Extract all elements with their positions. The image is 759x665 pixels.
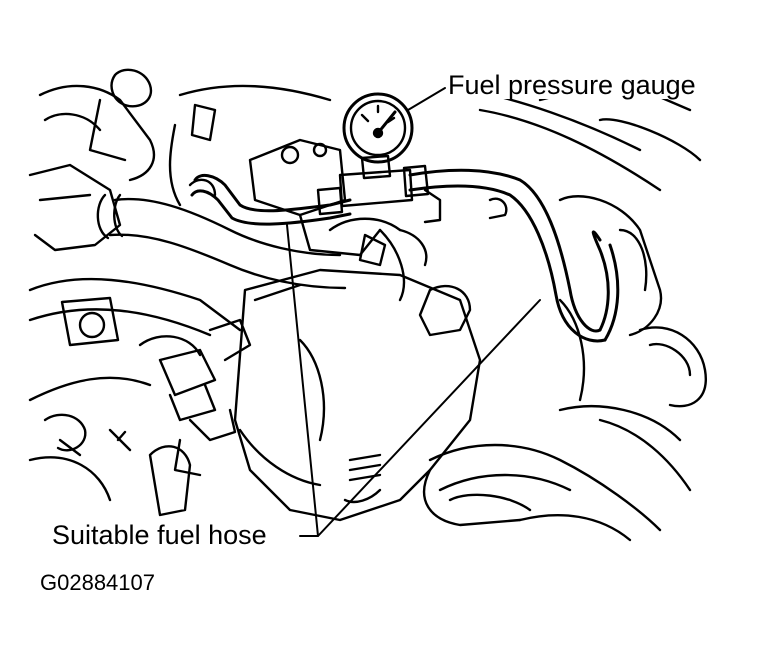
intake-hose	[96, 193, 347, 290]
fuel-pressure-gauge-label: Fuel pressure gauge	[448, 70, 696, 100]
engine-background-linework	[28, 68, 707, 542]
suitable-fuel-hose	[190, 168, 620, 343]
fuel-pressure-gauge	[342, 92, 414, 164]
hose-t-fitting	[316, 154, 430, 216]
figure-id: G02884107	[40, 570, 155, 595]
gauge-leader	[407, 87, 446, 111]
suitable-fuel-hose-label: Suitable fuel hose	[52, 520, 267, 550]
callout-leaders	[286, 87, 541, 537]
hose-leader-2	[317, 299, 541, 537]
